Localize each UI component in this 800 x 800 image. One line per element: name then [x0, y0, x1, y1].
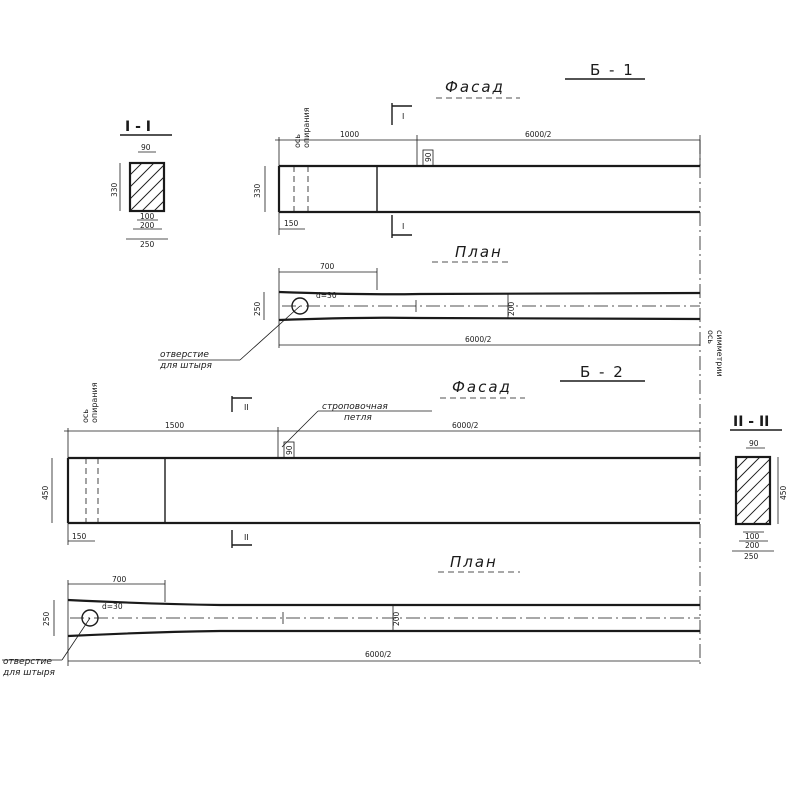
b1-facade-dim-end: 150 [284, 219, 299, 228]
b1-plan-hole [291, 297, 309, 315]
b2-loop-dim: 90 [285, 445, 294, 455]
b1-section-dim-top: 90 [141, 143, 151, 152]
b1-facade-dim-left: 1000 [340, 130, 359, 139]
b1-cut-mark-top: I [402, 112, 404, 121]
b1-cut-mark-bottom: I [402, 222, 404, 231]
b1-loop-dim: 90 [424, 152, 433, 162]
b2-section-dim-width: 250 [744, 552, 759, 561]
b2-facade-title: Фасад [452, 378, 512, 396]
b2-plan-hole-leader [61, 617, 91, 661]
b1-facade-title: Фасад [445, 78, 505, 96]
b2-cut-mark-bottom: II [244, 533, 249, 542]
b2-plan-dim-width-left: 250 [42, 611, 51, 626]
b2-plan-dim-bottom: 6000/2 [365, 650, 392, 659]
b2-plan-top-edge [67, 598, 700, 607]
b2-facade-dim-height: 450 [41, 485, 50, 500]
b2-section-outline [734, 455, 772, 526]
b1-plan-top-edge [278, 290, 701, 296]
b2-facade-dim-end: 150 [72, 532, 87, 541]
b2-plan-bottom-edge [67, 629, 700, 638]
b1-plan-dim-width-left: 250 [253, 301, 262, 316]
b2-section-title: II - II [733, 414, 769, 430]
b2-section-dim-top: 90 [749, 439, 759, 448]
b1-section-dim-mid: 200 [140, 221, 155, 230]
b1-plan-dim-hole-dist: 700 [320, 262, 335, 271]
b1-plan-bottom-edge [278, 316, 701, 322]
b1-plan-hole-d: d=30 [316, 291, 337, 300]
b1-plan-title: План [455, 243, 503, 261]
b1-section-dim-inner: 100 [140, 212, 155, 221]
b2-section-hatch [735, 456, 771, 525]
b2-facade-dim-right: 6000/2 [452, 421, 479, 430]
b1-section-dim-height: 330 [110, 182, 119, 197]
b2-cut-mark-top: II [244, 403, 249, 412]
b2-facade-dim-left: 1500 [165, 421, 184, 430]
b2-loop-leader [281, 410, 319, 448]
b1-group: Б - 1 Фасад I осьопирания 1000 6000/2 90 [110, 61, 701, 371]
b2-section-dim-mid: 200 [745, 541, 760, 550]
b1-section-dim-width: 250 [140, 240, 155, 249]
b2-plan-title: План [450, 553, 498, 571]
b2-section-dim-inner: 100 [745, 532, 760, 541]
b1-plan-dim-width-mid: 200 [507, 301, 516, 316]
b2-plan-dim-hole-dist: 700 [112, 575, 127, 584]
b1-plan-dim-bottom: 6000/2 [465, 335, 492, 344]
b2-plan-hole [81, 609, 99, 627]
symmetry-axis-label: осьсимметрии [706, 330, 724, 377]
b1-section-title: I - I [125, 119, 151, 135]
b1-facade-dim-height: 330 [253, 183, 262, 198]
b1-support-axis-label: осьопирания [293, 107, 311, 148]
b2-plan-dim-width-mid: 200 [392, 611, 401, 626]
b1-section-hatch [129, 162, 165, 212]
b2-plan-hole-d: d=30 [102, 602, 123, 611]
b1-plan-hole-leader [239, 305, 301, 361]
b2-section-dim-height: 450 [779, 485, 788, 500]
b1-mark: Б - 1 [590, 61, 635, 79]
b1-facade-dim-right: 6000/2 [525, 130, 552, 139]
b2-mark: Б - 2 [580, 363, 625, 381]
b2-support-axis-label: осьопирания [81, 382, 99, 423]
